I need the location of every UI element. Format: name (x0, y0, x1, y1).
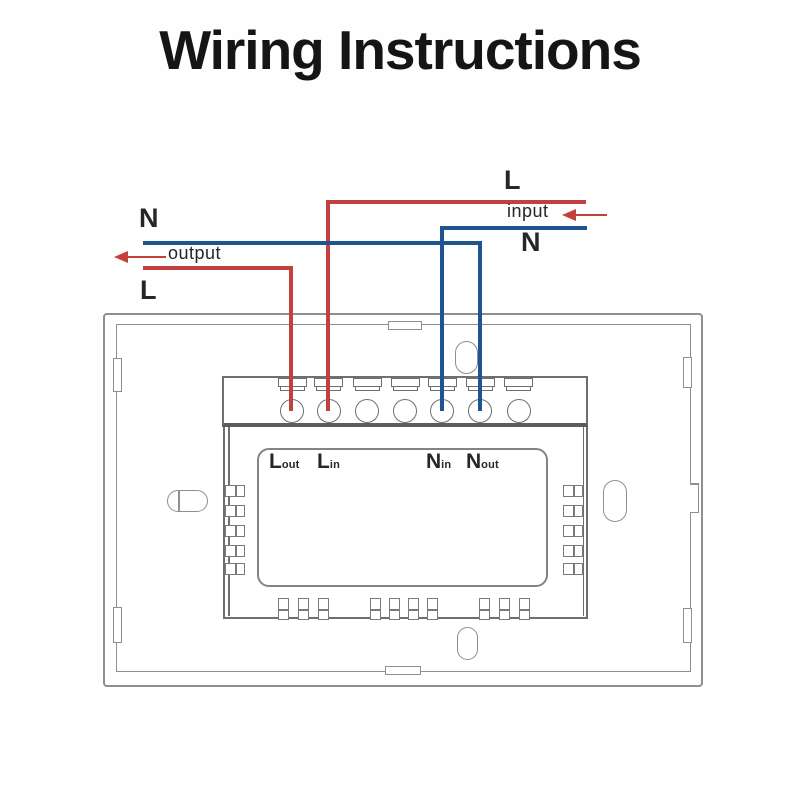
plate-right-tab-bottom (683, 608, 692, 643)
live-input-label: L (504, 165, 521, 195)
input-label: input (507, 201, 549, 221)
terminal-label-l-out: Lout (269, 450, 300, 473)
clip-tooth-right (563, 505, 583, 517)
clip-tooth-bottom (318, 598, 329, 620)
mounting-slot-left-chord (178, 491, 180, 511)
terminal-label-n-out: Nout (466, 450, 499, 473)
clip-tooth-left (225, 545, 245, 557)
live-output-wire-horizontal (143, 266, 292, 270)
live-input-wire-vertical (326, 200, 330, 411)
module-inner-line-left (228, 427, 230, 616)
terminal-screw (393, 398, 417, 423)
neutral-input-label: N (521, 227, 541, 257)
mounting-slot-left (167, 490, 208, 512)
neutral-output-label: N (139, 203, 159, 233)
clip-tooth-left (225, 525, 245, 537)
terminal-slot (390, 377, 420, 387)
plate-left-tab-bottom (113, 607, 122, 643)
terminal-slot (504, 377, 533, 387)
plate-right-break-edge (697, 483, 699, 513)
clip-tooth-bottom (427, 598, 438, 620)
clip-tooth-bottom (298, 598, 309, 620)
module-inner-line-right (582, 427, 584, 616)
terminal-slot-lip (506, 386, 531, 391)
plate-right-break-mask (688, 484, 693, 512)
terminal-slot-lip (354, 386, 380, 391)
mounting-oval-top (455, 341, 478, 374)
clip-tooth-right (563, 545, 583, 557)
plate-right-tab-top (683, 357, 692, 388)
page-title: Wiring Instructions (159, 19, 642, 81)
clip-tooth-bottom (519, 598, 530, 620)
neutral-output-wire-vertical (478, 241, 482, 411)
clip-tooth-bottom (389, 598, 400, 620)
terminal-screw (355, 398, 379, 423)
clip-tooth-left (225, 485, 245, 497)
terminal-screw (506, 398, 531, 423)
clip-tooth-bottom (479, 598, 490, 620)
clip-tooth-right (563, 525, 583, 537)
clip-tooth-bottom (408, 598, 419, 620)
input-arrow-shaft (572, 213, 607, 216)
output-label: output (168, 243, 222, 263)
plate-bottom-tab (385, 666, 421, 675)
neutral-input-wire-vertical (440, 226, 444, 411)
neutral-input-wire-horizontal (440, 226, 587, 230)
clip-tooth-right (563, 563, 583, 575)
neutral-output-wire-horizontal (143, 241, 482, 245)
live-input-wire-horizontal (326, 200, 586, 204)
mounting-oval-right (603, 480, 627, 522)
mounting-oval-bottom (457, 627, 478, 660)
clip-tooth-bottom (278, 598, 289, 620)
plate-top-tab (388, 321, 422, 330)
clip-tooth-left (225, 505, 245, 517)
input-arrow-icon (562, 208, 576, 221)
output-arrow-icon (114, 250, 128, 263)
plate-left-tab-top (113, 358, 122, 392)
terminal-slot-lip (392, 386, 418, 391)
terminal-slot (352, 377, 382, 387)
live-output-wire-vertical (289, 266, 293, 411)
plate-right-break-stub-top (690, 483, 699, 485)
clip-tooth-left (225, 563, 245, 575)
plate-right-break-stub-bottom (690, 511, 699, 513)
terminal-label-l-in: Lin (317, 450, 341, 473)
live-output-label: L (140, 275, 157, 305)
clip-tooth-right (563, 485, 583, 497)
clip-tooth-bottom (370, 598, 381, 620)
output-arrow-shaft (127, 255, 166, 258)
module-label-panel (257, 448, 548, 587)
terminal-label-n-in: Nin (426, 450, 452, 473)
clip-tooth-bottom (499, 598, 510, 620)
